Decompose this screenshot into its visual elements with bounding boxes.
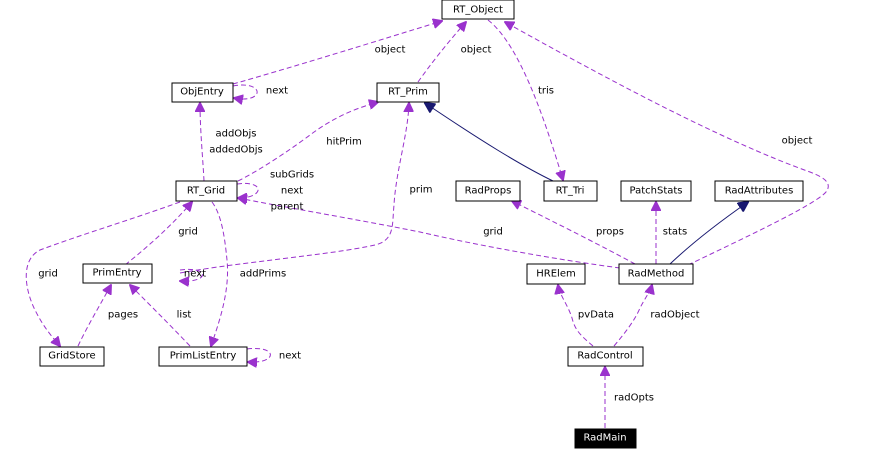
node-label: PrimListEntry <box>170 351 237 362</box>
edge-label-addobjs: addObjs <box>215 129 256 140</box>
node-label: PatchStats <box>630 186 683 197</box>
node-primlistentry[interactable]: PrimListEntry <box>158 346 248 367</box>
node-label: GridStore <box>48 351 95 362</box>
node-radcontrol[interactable]: RadControl <box>567 346 644 367</box>
node-radattributes[interactable]: RadAttributes <box>714 180 804 202</box>
edge-rt-grid-to-objentry <box>200 103 204 182</box>
node-objentry[interactable]: ObjEntry <box>171 82 234 103</box>
node-primentry[interactable]: PrimEntry <box>82 263 153 284</box>
edge-label-prim: prim <box>410 185 433 196</box>
node-label: HRElem <box>536 269 575 280</box>
edge-rt-grid-to-primlistentry <box>211 201 229 346</box>
edge-label-next: next <box>184 269 206 280</box>
edge-label-addedobjs: addedObjs <box>209 145 263 156</box>
node-label: RT_Prim <box>388 87 428 98</box>
edge-rt-prim-to-rt-object <box>417 22 466 83</box>
node-rt-object[interactable]: RT_Object <box>441 0 515 20</box>
node-label: RT_Object <box>453 5 503 16</box>
edge-rt-tri-to-rt-prim[interactable] <box>425 103 554 182</box>
edge-label-tris: tris <box>538 86 554 97</box>
node-radmain[interactable]: RadMain <box>574 428 637 449</box>
edge-label-next: next <box>266 86 288 97</box>
edge-primentry-self-next <box>180 268 203 281</box>
edge-label-pages: pages <box>108 310 138 321</box>
edge-label-grid: grid <box>483 227 503 238</box>
node-label: PrimEntry <box>92 268 141 279</box>
edge-radcontrol-to-radmethod <box>613 285 652 347</box>
node-label: RT_Grid <box>187 186 225 197</box>
node-hrelem[interactable]: HRElem <box>526 263 586 285</box>
edge-label-addprims: addPrims <box>240 269 287 280</box>
edge-rt-grid-self <box>236 182 259 198</box>
edge-primentry-to-rt-grid <box>124 202 192 266</box>
node-rt-grid[interactable]: RT_Grid <box>175 180 238 202</box>
edge-radmethod-to-radprops <box>512 201 636 265</box>
edge-label-list: list <box>177 310 192 321</box>
edge-label-grid: grid <box>38 269 58 280</box>
edge-primlistentry-self-next <box>247 347 271 362</box>
edge-objentry-to-rt-object <box>232 21 442 85</box>
edge-rt-object-to-rt-tri <box>487 19 563 180</box>
edge-radmethod-to-radattributes <box>669 202 748 265</box>
edge-objentry-self-next <box>233 84 258 99</box>
edge-radcontrol-to-hrelem <box>558 285 594 347</box>
edge-label-object: object <box>461 45 492 56</box>
node-rt-tri[interactable]: RT_Tri <box>543 180 598 202</box>
edge-label-next: next <box>279 351 301 362</box>
edge-label-object: object <box>375 45 406 56</box>
edge-label-props: props <box>596 227 624 238</box>
edge-label-subgrids: subGrids <box>270 170 314 181</box>
node-label: RadMain <box>583 433 626 444</box>
edge-radmethod-to-rt-grid <box>238 198 621 269</box>
edge-label-parent: parent <box>271 202 304 213</box>
node-rt-prim[interactable]: RT_Prim <box>376 82 440 103</box>
edge-primlistentry-to-primentry <box>130 285 191 347</box>
edge-primentry-to-rt-prim <box>179 103 409 274</box>
edge-label-hitprim: hitPrim <box>326 137 362 148</box>
edge-gridstore-to-primentry <box>77 285 111 347</box>
edge-label-radopts: radOpts <box>614 393 654 404</box>
edge-label-object: object <box>782 136 813 147</box>
node-label: RadMethod <box>628 269 685 280</box>
node-patchstats[interactable]: PatchStats <box>620 180 692 202</box>
node-label: RadControl <box>577 351 632 362</box>
edge-rt-grid-to-rt-prim <box>237 102 378 182</box>
edge-label-next: next <box>281 186 303 197</box>
node-label: RadAttributes <box>725 186 794 197</box>
edge-label-pvdata: pvData <box>578 310 614 321</box>
node-radprops[interactable]: RadProps <box>455 180 521 202</box>
edge-label-stats: stats <box>663 227 687 238</box>
node-gridstore[interactable]: GridStore <box>39 346 105 367</box>
edge-label-radobject: radObject <box>650 310 699 321</box>
node-label: ObjEntry <box>180 87 224 98</box>
edge-gridstore-to-rt-grid <box>25 201 181 346</box>
node-label: RT_Tri <box>556 186 585 197</box>
edge-label-grid: grid <box>178 227 198 238</box>
node-label: RadProps <box>465 186 512 197</box>
node-radmethod[interactable]: RadMethod <box>618 263 694 285</box>
